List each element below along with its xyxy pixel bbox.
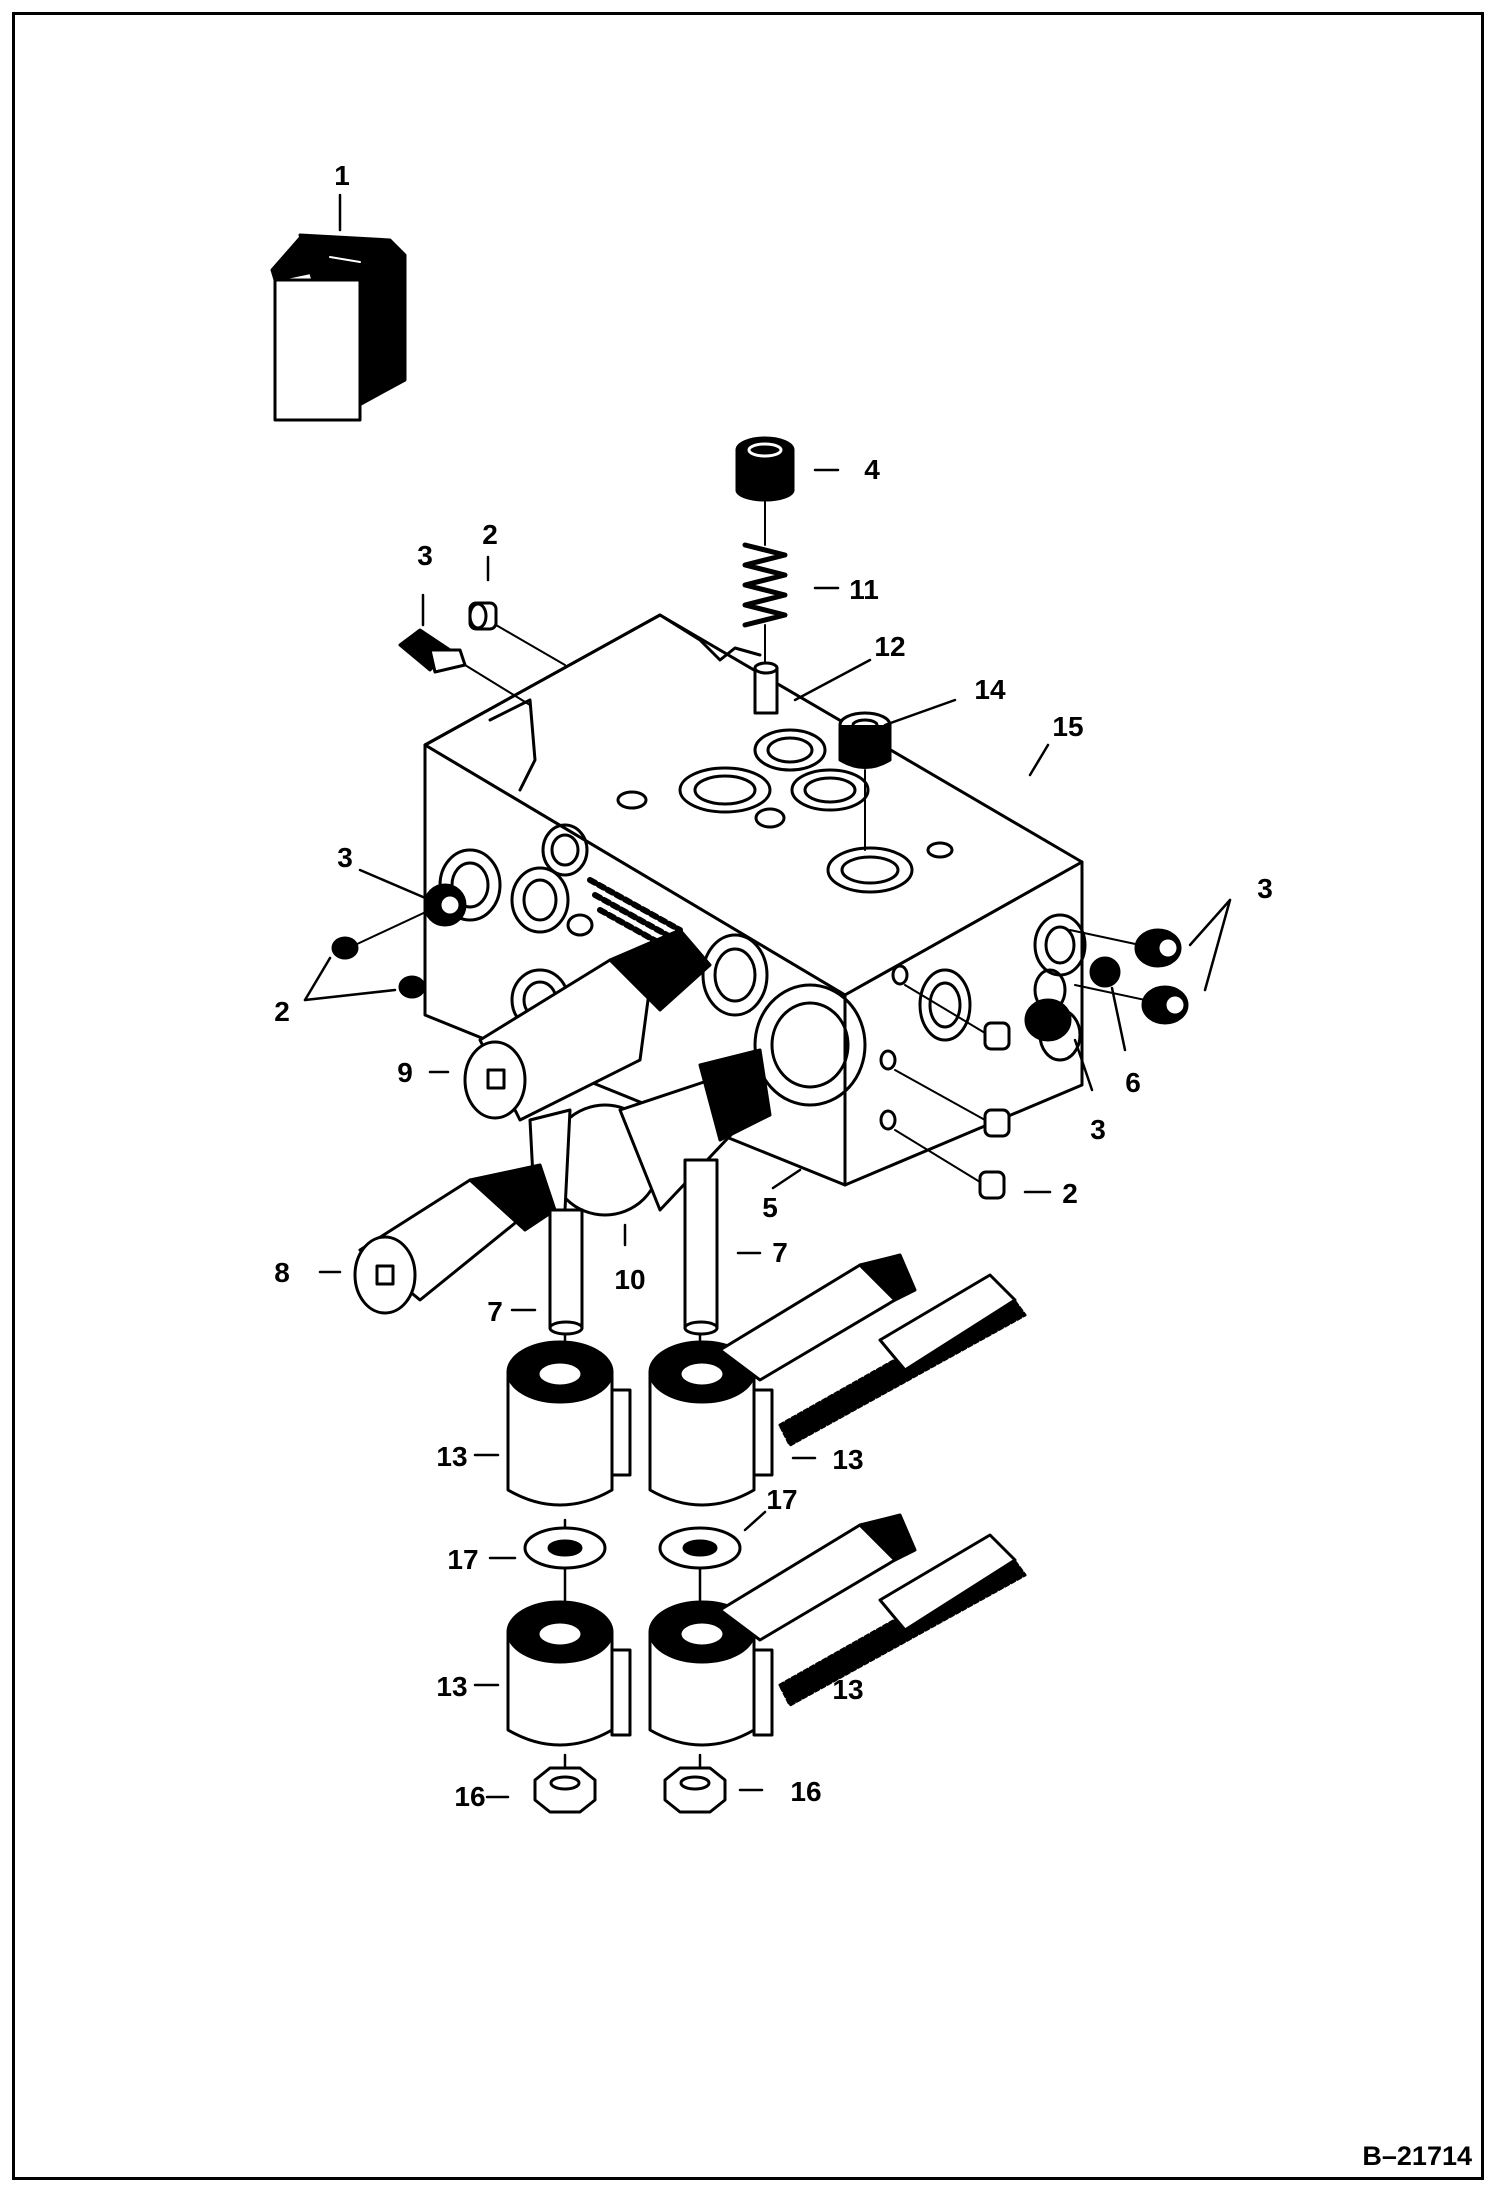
callout-13: 13 xyxy=(436,1671,468,1702)
part-6-ball xyxy=(1089,956,1121,988)
callout-16: 16 xyxy=(454,1781,486,1812)
part-3-plug-left xyxy=(423,883,467,927)
callout-7: 7 xyxy=(487,1296,503,1327)
part-14-plug xyxy=(838,711,892,769)
part-1-kit-box xyxy=(270,233,407,422)
part-2-plug-upper xyxy=(468,601,498,631)
callout-9: 9 xyxy=(397,1057,413,1088)
part-17-washers xyxy=(523,1526,742,1570)
callout-11: 11 xyxy=(849,574,879,605)
callout-12: 12 xyxy=(874,631,906,662)
callout-16: 16 xyxy=(790,1776,822,1807)
callout-13: 13 xyxy=(832,1444,864,1475)
callout-17: 17 xyxy=(447,1544,479,1575)
part-9-cartridge-valve xyxy=(463,928,712,1122)
part-4-plug xyxy=(735,436,795,502)
part-3-plugs-right xyxy=(1024,928,1189,1042)
callout-7: 7 xyxy=(772,1237,788,1268)
reference-code: B–21714 xyxy=(1362,2141,1472,2171)
part-2-plugs-right xyxy=(978,1021,1011,1200)
callout-2: 2 xyxy=(482,519,498,550)
callout-3: 3 xyxy=(1090,1114,1106,1145)
part-16-nuts xyxy=(533,1766,727,1814)
callout-10: 10 xyxy=(614,1264,646,1295)
part-12-spool xyxy=(753,661,779,715)
part-3-plug-upper-left xyxy=(398,628,467,674)
callout-2: 2 xyxy=(1062,1178,1078,1209)
callout-17: 17 xyxy=(766,1484,798,1515)
callout-13: 13 xyxy=(832,1674,864,1705)
part-10-solenoid-valve xyxy=(528,1048,772,1217)
callout-3: 3 xyxy=(1257,873,1273,904)
callout-14: 14 xyxy=(974,674,1006,705)
leader-lines xyxy=(303,193,1232,1799)
callout-5: 5 xyxy=(762,1192,778,1223)
callout-3: 3 xyxy=(417,540,433,571)
callout-15: 15 xyxy=(1052,711,1084,742)
callout-1: 1 xyxy=(334,160,350,191)
callout-4: 4 xyxy=(864,454,880,485)
part-2-plugs-left xyxy=(331,936,426,999)
callout-6: 6 xyxy=(1125,1067,1141,1098)
callout-8: 8 xyxy=(274,1257,290,1288)
part-13-coils xyxy=(506,1253,1027,1747)
callout-2: 2 xyxy=(274,996,290,1027)
callout-3: 3 xyxy=(337,842,353,873)
callout-13: 13 xyxy=(436,1441,468,1472)
part-8-cartridge-valve xyxy=(353,1163,557,1315)
part-7-stems xyxy=(548,1158,719,1336)
part-11-spring xyxy=(742,542,788,628)
